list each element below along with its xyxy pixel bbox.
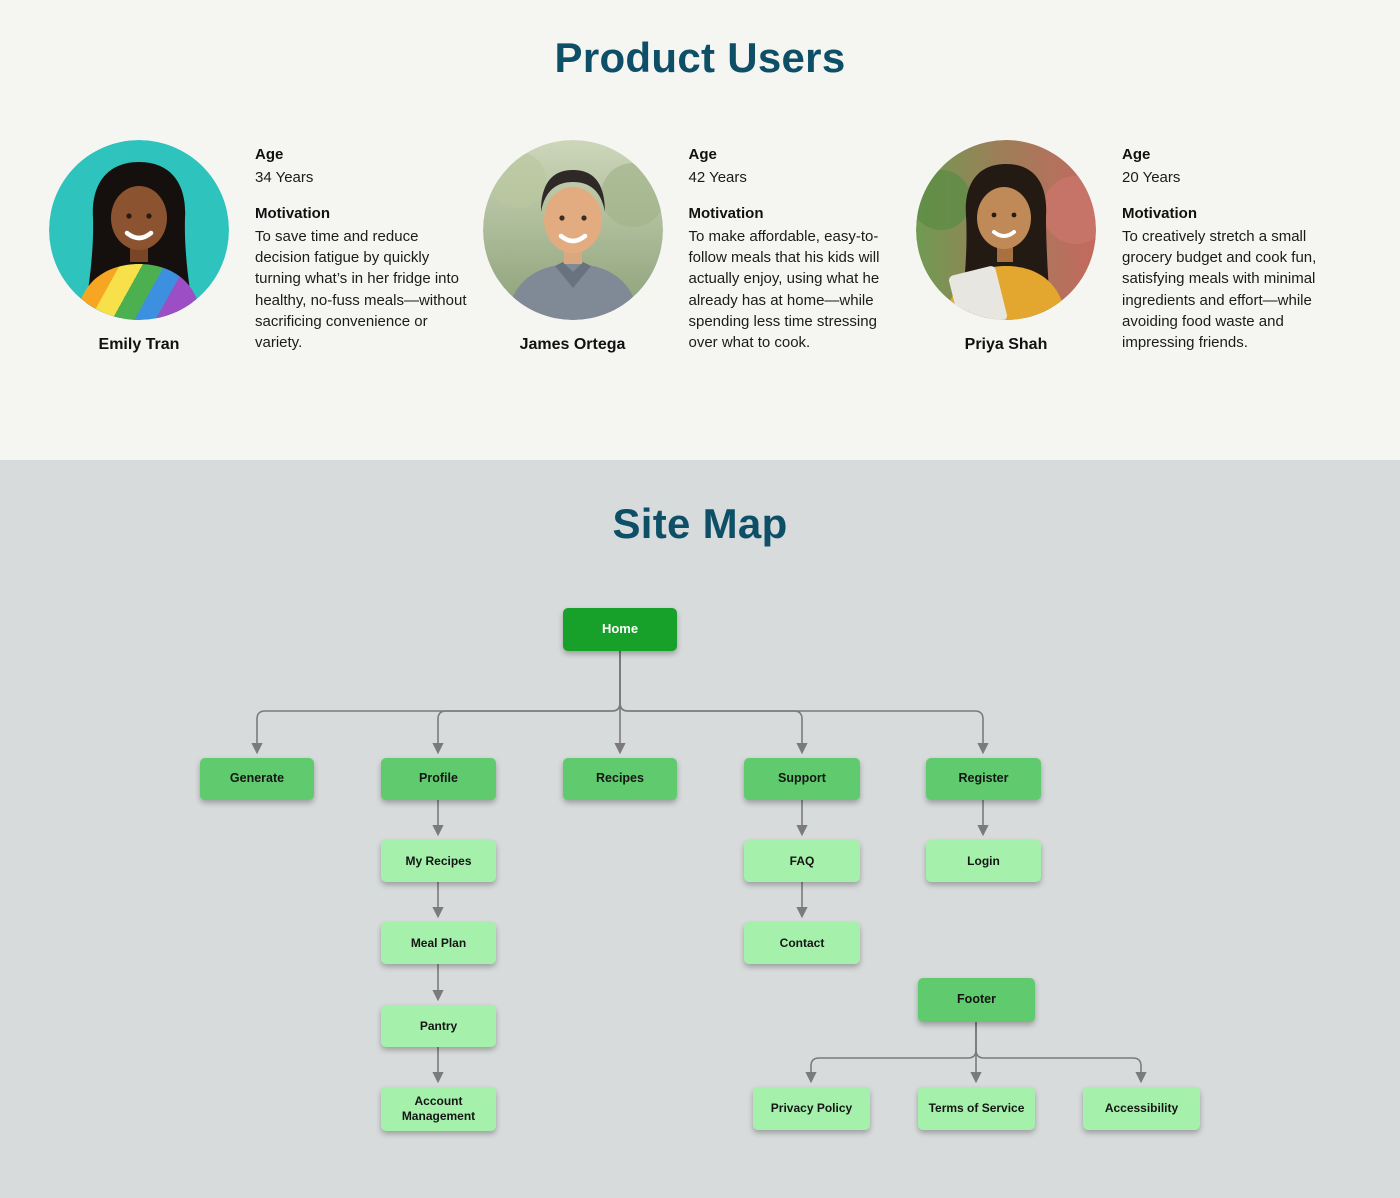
sitemap-node-footer: Footer	[918, 978, 1035, 1022]
sitemap-node-pantry: Pantry	[381, 1005, 496, 1047]
persona-card-priya: Priya Shah Age 20 Years Motivation To cr…	[916, 140, 1340, 354]
emily-tran-photo	[49, 140, 229, 320]
persona-info: Age 34 Years Motivation To save time and…	[255, 140, 473, 354]
priya-shah-photo	[916, 140, 1096, 320]
persona-age-label: Age	[255, 146, 284, 163]
persona-motivation-label: Motivation	[688, 204, 764, 222]
persona-info: Age 20 Years Motivation To creatively st…	[1122, 140, 1340, 354]
sitemap-node-accessibility: Accessibility	[1083, 1087, 1200, 1130]
persona-info: Age 42 Years Motivation To make affordab…	[689, 140, 907, 354]
site-map-title: Site Map	[612, 500, 788, 547]
persona-motivation-text: To make affordable, easy-to-follow meals…	[688, 227, 880, 352]
persona-card-emily: Emily Tran Age 34 Years Motivation To sa…	[49, 140, 473, 354]
persona-motivation-label: Motivation	[1122, 204, 1197, 222]
james-ortega-photo	[482, 140, 663, 320]
sitemap-node-meal-plan: Meal Plan	[381, 922, 496, 964]
sitemap-node-profile: Profile	[381, 758, 496, 800]
sitemap-node-register: Register	[926, 758, 1041, 800]
persona-photo-col: Emily Tran	[49, 140, 229, 354]
sitemap-node-terms-of-service: Terms of Service	[918, 1087, 1035, 1130]
persona-age-label: Age	[1122, 146, 1151, 163]
sitemap-node-faq: FAQ	[744, 840, 860, 882]
persona-name: Priya Shah	[964, 336, 1048, 353]
persona-motivation-text: To creatively stretch a small grocery bu…	[1122, 227, 1317, 352]
sitemap-node-contact: Contact	[744, 922, 860, 964]
persona-card-james: James Ortega Age 42 Years Motivation To …	[482, 140, 907, 354]
product-users-section: Product Users	[0, 0, 1400, 460]
sitemap-node-account-management: Account Management	[381, 1087, 496, 1131]
sitemap-node-support: Support	[744, 758, 860, 800]
persona-name: Emily Tran	[98, 336, 180, 353]
sitemap-node-generate: Generate	[200, 758, 314, 800]
persona-age-value: 20 Years	[1122, 169, 1181, 187]
persona-age-value: 34 Years	[255, 169, 314, 187]
product-users-title: Product Users	[554, 34, 846, 81]
sitemap-node-privacy-policy: Privacy Policy	[753, 1087, 870, 1130]
sitemap-node-home: Home	[563, 608, 677, 651]
persona-age-label: Age	[688, 146, 717, 163]
sitemap-node-login: Login	[926, 840, 1041, 882]
persona-age-value: 42 Years	[688, 169, 747, 187]
persona-motivation-label: Motivation	[255, 204, 330, 222]
persona-photo-col: Priya Shah	[916, 140, 1096, 354]
persona-photo-col: James Ortega	[482, 140, 663, 354]
personas-row: Emily Tran Age 34 Years Motivation To sa…	[0, 82, 1400, 354]
site-map-section: Site Map	[0, 460, 1400, 1198]
persona-motivation-text: To save time and reduce decision fatigue…	[255, 227, 467, 352]
sitemap-node-my-recipes: My Recipes	[381, 840, 496, 882]
sitemap-node-recipes: Recipes	[563, 758, 677, 800]
persona-name: James Ortega	[519, 336, 626, 353]
